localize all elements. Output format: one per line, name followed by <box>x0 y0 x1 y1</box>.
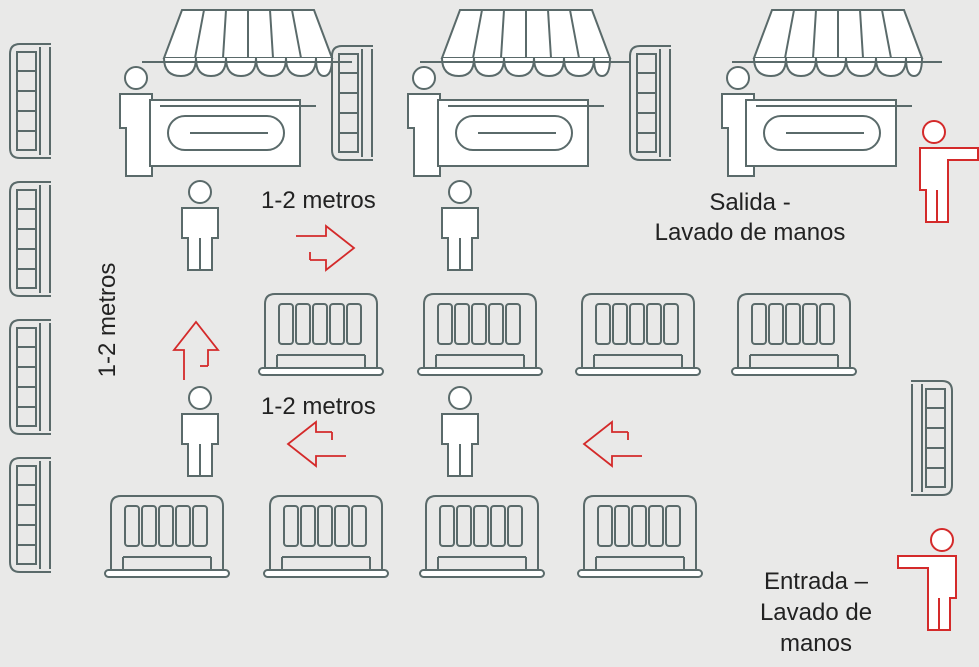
exit-label-line1: Salida - <box>709 189 791 216</box>
direction-arrow-icon <box>295 225 355 271</box>
distance-label-middle: 1-2 metros <box>261 393 376 420</box>
barrier-icon <box>263 495 389 578</box>
barrier-icon <box>419 495 545 578</box>
attendant-pointing-icon <box>919 120 979 223</box>
direction-arrow-icon <box>173 321 219 381</box>
barrier-icon <box>9 457 52 573</box>
exit-label-line2: Lavado de manos <box>654 219 846 246</box>
counter-icon <box>149 99 317 167</box>
market-stall-icon <box>419 9 631 77</box>
exit-label: Salida - Lavado de manos <box>640 188 860 248</box>
counter-icon <box>437 99 605 167</box>
barrier-icon <box>577 495 703 578</box>
barrier-icon <box>331 45 374 161</box>
market-stall-icon <box>731 9 943 77</box>
distance-label-top: 1-2 metros <box>261 187 376 214</box>
barrier-icon <box>9 181 52 297</box>
entry-label-line3: manos <box>779 630 853 657</box>
entry-label-line2: Lavado de <box>759 599 873 626</box>
market-stall-1 <box>119 9 353 177</box>
barrier-icon <box>258 293 384 376</box>
entry-label-line1: Entrada – <box>763 568 869 595</box>
barrier-icon <box>9 319 52 435</box>
attendant-pointing-icon <box>897 528 957 631</box>
barrier-icon <box>731 293 857 376</box>
vendor-icon <box>407 66 441 177</box>
shopper-icon <box>181 386 219 477</box>
shopper-icon <box>441 386 479 477</box>
entry-label: Entrada – Lavado de manos <box>736 566 896 659</box>
direction-arrow-icon <box>287 421 347 467</box>
barrier-icon <box>629 45 672 161</box>
barrier-icon <box>104 495 230 578</box>
barrier-icon <box>910 380 953 496</box>
direction-arrow-icon <box>583 421 643 467</box>
shopper-icon <box>441 180 479 271</box>
vendor-icon <box>119 66 153 177</box>
counter-icon <box>745 99 913 167</box>
barrier-icon <box>575 293 701 376</box>
market-stall-2 <box>407 9 631 177</box>
shopper-icon <box>181 180 219 271</box>
market-stall-icon <box>141 9 353 77</box>
barrier-icon <box>417 293 543 376</box>
market-stall-3 <box>721 9 943 177</box>
distance-label-vertical: 1-2 metros <box>94 262 121 378</box>
barrier-icon <box>9 43 52 159</box>
